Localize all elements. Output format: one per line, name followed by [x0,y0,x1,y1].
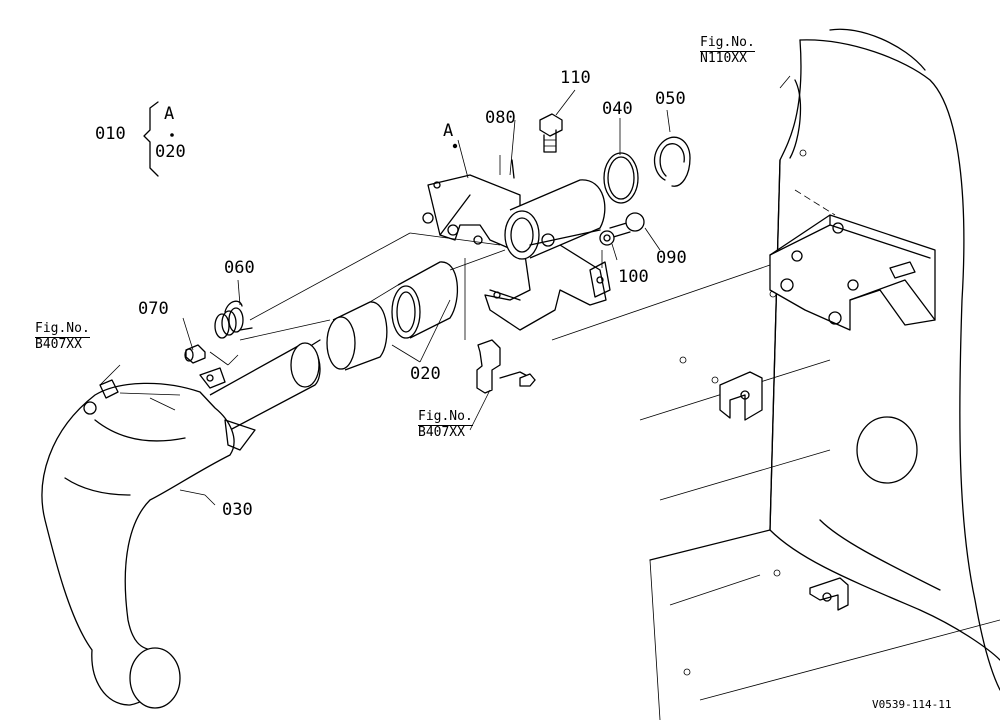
fig-ref-caption: Fig.No. [418,409,473,424]
pin-070 [184,344,206,364]
part-label-060: 060 [224,258,255,278]
fig-ref-number: B407XX [418,424,473,441]
fig-ref-caption: Fig.No. [700,35,755,50]
sleeve-tube [504,179,606,260]
fig-ref-n110xx: Fig.No. N110XX [700,35,755,67]
part-label-090: 090 [656,248,687,268]
snap-ring-050 [653,136,691,187]
assembly-lines [119,155,771,411]
spring-060 [214,300,253,339]
part-label-110: 110 [560,68,591,88]
fig-ref-b407xx-center: Fig.No. B407XX [418,409,473,441]
ring-040 [603,152,639,204]
fig-ref-number: B407XX [35,336,90,353]
group-bracket-010 [143,101,174,177]
drawing-code: V0539-114-11 [872,698,952,711]
part-label-070: 070 [138,299,169,319]
part-label-020-group: 020 [155,142,186,162]
leader-lines [99,75,791,506]
part-label-020: 020 [410,364,441,384]
part-label-010: 010 [95,124,126,144]
nut-left [422,212,434,224]
part-label-050: 050 [655,89,686,109]
mounting-bracket [769,189,936,331]
part-label-040: 040 [602,99,633,119]
fig-ref-b407xx-left: Fig.No. B407XX [35,321,90,353]
machine-frame [639,28,1000,721]
washer-100 [599,230,615,246]
bushing-020-a [391,261,459,339]
part-label-100: 100 [618,267,649,287]
fig-ref-number: N110XX [700,50,755,67]
pin-090 [609,212,645,239]
part-label-030: 030 [222,500,253,520]
clip-bracket [719,371,763,421]
lever-grip-030 [41,339,321,709]
washer-100-hole [603,234,611,242]
switch-clip [476,339,536,394]
ring-040-inner [607,156,635,200]
bolt-110 [539,113,563,153]
snap-ring-050-inner [659,143,685,177]
bottom-bracket [809,577,849,611]
assembly-marker: A [443,121,454,141]
assembly-marker-group: A [164,104,175,124]
fig-ref-caption: Fig.No. [35,321,90,336]
bushing-020-b [326,301,388,371]
part-label-080: 080 [485,108,516,128]
